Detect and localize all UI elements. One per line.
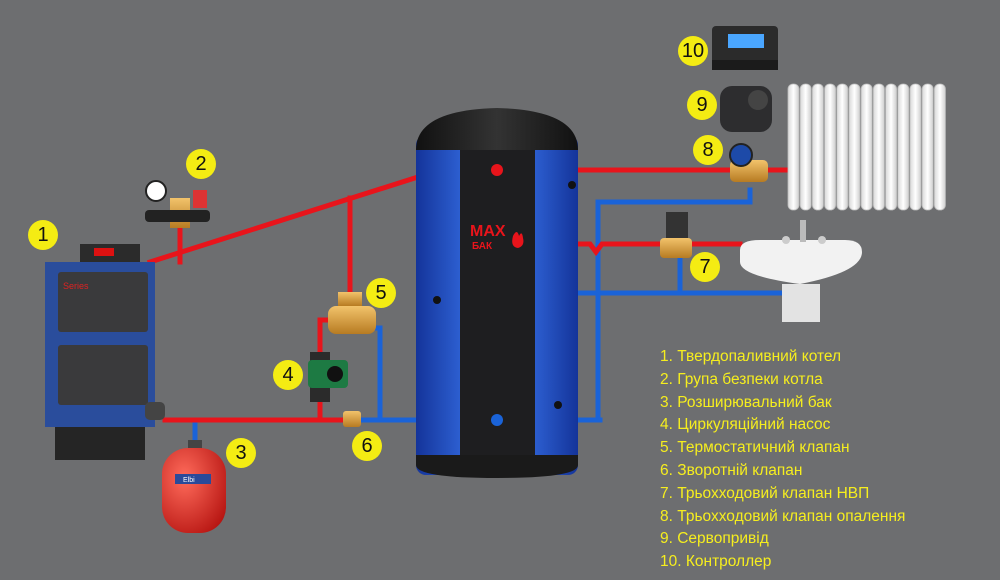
tank-bottom-port bbox=[491, 414, 503, 426]
sink-basin bbox=[740, 240, 862, 284]
tap-handle-icon bbox=[818, 236, 826, 244]
radiator-fin bbox=[921, 83, 934, 211]
controller-base bbox=[712, 60, 778, 70]
sink bbox=[740, 220, 862, 322]
pump-head bbox=[327, 366, 343, 382]
dhw-valve-actuator bbox=[666, 212, 688, 242]
sink-pedestal bbox=[782, 284, 820, 322]
legend-item: 9. Сервопривід bbox=[660, 530, 769, 548]
vessel-connector bbox=[188, 440, 202, 450]
tank-bottom bbox=[416, 455, 578, 478]
badge-4: 4 bbox=[273, 360, 303, 390]
vessel-body bbox=[162, 448, 226, 533]
legend-item: 7. Трьохходовий клапан НВП bbox=[660, 484, 870, 502]
badge-8: 8 bbox=[693, 135, 723, 165]
tank-top-cap bbox=[416, 108, 578, 150]
tank-top-port bbox=[491, 164, 503, 176]
radiator-fin bbox=[873, 83, 885, 211]
radiator-fin bbox=[897, 83, 910, 211]
radiator-fin bbox=[848, 83, 861, 211]
controller-display bbox=[728, 34, 764, 48]
return-pipe-radiator bbox=[595, 199, 753, 423]
boiler-upper-door bbox=[58, 272, 148, 332]
safety-group bbox=[145, 180, 210, 228]
pressure-gauge-icon bbox=[145, 180, 167, 202]
safety-group-insulation bbox=[145, 210, 210, 222]
check-valve bbox=[343, 411, 361, 427]
tank-sensor-port bbox=[568, 181, 576, 189]
heating-valve-knob bbox=[729, 143, 753, 167]
badge-5: 5 bbox=[366, 278, 396, 308]
vessel-brand: Elbi bbox=[183, 477, 195, 484]
legend-item: 2. Група безпеки котла bbox=[660, 370, 823, 388]
tank-sensor-port bbox=[433, 296, 441, 304]
boiler-display bbox=[94, 248, 114, 256]
legend: 1. Твердопаливний котел 2. Група безпеки… bbox=[660, 346, 905, 574]
controller bbox=[712, 26, 778, 70]
heating-mixing-valve bbox=[729, 143, 768, 182]
radiator-fin bbox=[909, 83, 922, 211]
legend-item: 3. Розширювальний бак bbox=[660, 393, 832, 411]
badge-3: 3 bbox=[226, 438, 256, 468]
legend-item: 5. Термостатичний клапан bbox=[660, 439, 850, 457]
tank-logo-line2: БАК bbox=[472, 241, 493, 252]
vessel-label bbox=[175, 474, 211, 484]
radiator-fin bbox=[836, 83, 849, 211]
servo-actuator bbox=[720, 86, 772, 132]
radiator-fin bbox=[860, 83, 873, 211]
radiator-fin bbox=[885, 83, 897, 211]
legend-item: 10. Контроллер bbox=[660, 553, 772, 571]
boiler-brand: Series bbox=[63, 281, 89, 291]
tank-logo-line1: MAX bbox=[470, 223, 506, 240]
faucet-icon bbox=[800, 220, 806, 242]
dhw-mixing-valve bbox=[660, 212, 692, 258]
return-pipe-valve-branch bbox=[369, 325, 383, 423]
badge-6: 6 bbox=[352, 431, 382, 461]
legend-item: 1. Твердопаливний котел bbox=[660, 348, 842, 365]
solid-fuel-boiler: Series bbox=[45, 244, 165, 460]
radiator bbox=[787, 83, 946, 211]
buffer-tank: MAX БАК bbox=[416, 108, 578, 478]
thermostatic-valve bbox=[328, 292, 376, 334]
badge-10: 10 bbox=[678, 36, 708, 66]
valve-top bbox=[338, 292, 362, 306]
boiler-fan bbox=[145, 402, 165, 420]
radiator-fin bbox=[787, 83, 800, 211]
radiator-fin bbox=[934, 83, 946, 211]
tap-handle-icon bbox=[782, 236, 790, 244]
radiator-fin bbox=[824, 83, 836, 211]
badge-9: 9 bbox=[687, 90, 717, 120]
legend-item: 8. Трьохходовий клапан опалення bbox=[660, 507, 906, 525]
badge-2: 2 bbox=[186, 149, 216, 179]
valve-body bbox=[328, 306, 376, 334]
relief-valve-cap bbox=[193, 190, 207, 208]
boiler-lower-door bbox=[58, 345, 148, 405]
radiator-fin bbox=[799, 83, 812, 211]
badge-1: 1 bbox=[28, 220, 58, 250]
badge-7: 7 bbox=[690, 252, 720, 282]
radiator-fin bbox=[812, 83, 824, 211]
legend-item: 4. Циркуляційний насос bbox=[660, 416, 831, 434]
legend-item: 6. Зворотній клапан bbox=[660, 461, 803, 479]
circulation-pump bbox=[308, 352, 348, 402]
expansion-vessel: Elbi bbox=[162, 440, 226, 533]
flame-icon bbox=[512, 232, 524, 248]
boiler-base bbox=[55, 427, 145, 460]
tank-sensor-port bbox=[554, 401, 562, 409]
supply-pipe-sink bbox=[572, 241, 743, 257]
servo-knob bbox=[748, 90, 768, 110]
dhw-valve-body bbox=[660, 238, 692, 258]
